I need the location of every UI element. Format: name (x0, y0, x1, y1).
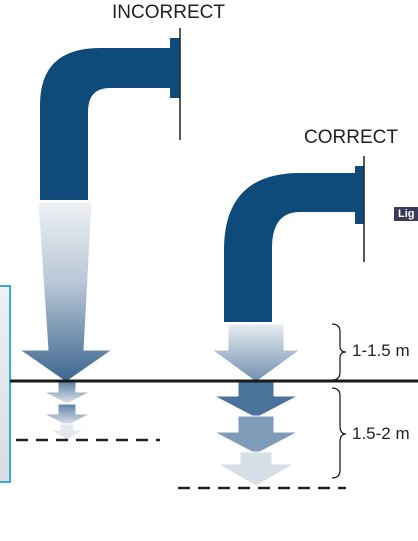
label-range-lower: 1.5-2 m (352, 424, 410, 443)
label-correct: CORRECT (304, 127, 398, 148)
bracket-upper (331, 323, 347, 381)
label-tag: Lig (394, 207, 418, 221)
elbow-pipe-icon (40, 28, 181, 200)
down-arrow-icon (18, 201, 114, 383)
down-arrow-icon (210, 323, 302, 383)
label-range-upper: 1-1.5 m (352, 341, 410, 360)
inset-panel (0, 285, 11, 483)
down-arrow-icon (43, 381, 91, 441)
bracket-lower (331, 387, 347, 479)
elbow-pipe-icon (224, 156, 365, 322)
label-incorrect: INCORRECT (112, 2, 225, 23)
down-arrow-icon (213, 381, 299, 487)
